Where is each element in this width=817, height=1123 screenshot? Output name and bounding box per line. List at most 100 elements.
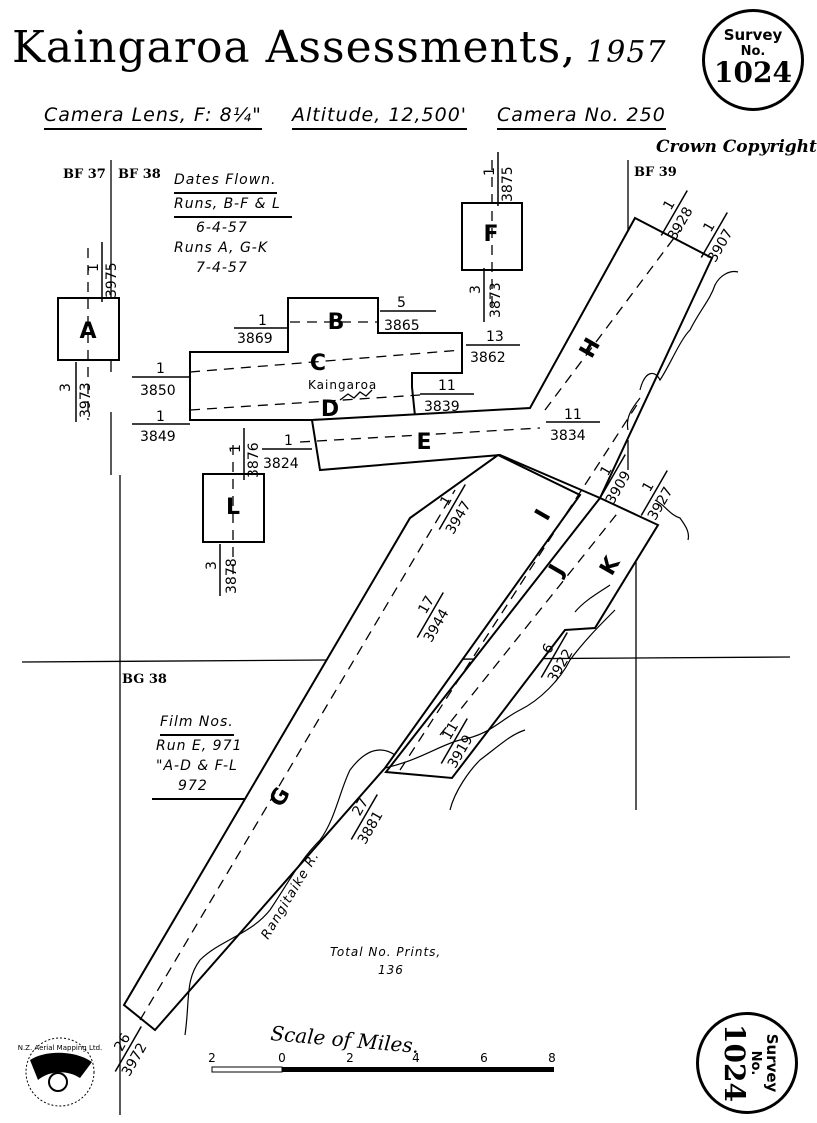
marker-l-top-photo: 3876	[246, 442, 262, 478]
river-branch-south	[449, 729, 526, 811]
marker-b-right-run: 5	[397, 295, 406, 311]
marker-e-right-run: 11	[564, 407, 582, 423]
river-lines	[184, 270, 739, 1036]
marker-g-top-rule	[438, 484, 466, 530]
film-nos-line2: "A-D & F-L	[156, 758, 238, 774]
marker-f-bottom-photo: 3873	[488, 282, 504, 318]
camera-number: Camera No. 250	[497, 104, 666, 130]
marker-f-bottom-run: 3	[468, 285, 484, 294]
sheet-bf39: BF 39	[634, 165, 677, 180]
marker-a-top-run: 1	[86, 263, 102, 272]
dates-flown-line2: 6-4-57	[196, 220, 248, 236]
marker-f-bottom: 3 3873	[468, 268, 504, 322]
kaingaroa-symbol	[339, 389, 373, 401]
survey-seal-no: No.	[740, 44, 766, 59]
marker-c-right-photo: 3862	[470, 350, 506, 366]
sheet-bf37: BF 37	[63, 167, 106, 182]
marker-c-left-run: 1	[156, 361, 165, 377]
marker-a-bottom: 3 3973	[58, 362, 94, 422]
marker-a-bottom-photo: 3973	[78, 382, 94, 418]
dates-flown-line3: Runs A, G-K	[174, 240, 269, 256]
scale-label: Scale of Miles.	[270, 1021, 420, 1058]
marker-a-top-photo: 3975	[104, 262, 120, 298]
total-prints-note: Total No. Prints, 136	[330, 943, 441, 979]
nz-aerial-mapping-logo: N.Z. Aerial Mapping Ltd.	[18, 1037, 102, 1107]
marker-b-left: 1 3869	[234, 313, 288, 347]
map-title-year: 1957	[586, 35, 667, 70]
scale-tick-1: 0	[278, 1051, 286, 1065]
scale-tick-5: 8	[548, 1051, 556, 1065]
marker-g-mid-rule	[350, 794, 378, 840]
marker-d-left-photo: 3849	[140, 429, 176, 445]
logo-ring	[25, 1037, 95, 1107]
run-label-l: L	[226, 495, 240, 520]
marker-l-bottom: 3 3878	[204, 544, 240, 596]
river-north	[639, 270, 739, 391]
flight-lines	[87, 160, 681, 1021]
dates-flown-heading: Dates Flown.	[174, 170, 277, 194]
marker-d-right-run: 11	[438, 378, 456, 394]
logo-globe	[48, 1072, 68, 1092]
flight-line-h	[544, 229, 681, 411]
scale-bar-left	[211, 1066, 283, 1073]
flight-line-j	[439, 509, 621, 736]
run-label-d: D	[321, 397, 339, 422]
flight-line-d	[189, 394, 421, 411]
marker-f-top-run: 1	[482, 167, 498, 176]
survey-seal-number: 1024	[714, 56, 792, 89]
marker-h-top-rule	[660, 190, 688, 236]
marker-f-top: 1 3875	[482, 152, 516, 206]
marker-e-left-photo: 3824	[263, 456, 299, 472]
marker-b-left-photo: 3869	[237, 331, 273, 347]
rangitaike-river	[184, 749, 396, 1036]
total-prints-label: Total No. Prints,	[330, 945, 442, 959]
marker-e-right: 11 3834	[546, 407, 600, 444]
run-label-f: F	[483, 222, 498, 247]
film-nos-line1: Run E, 971	[156, 738, 243, 754]
marker-d-left: 1 3849	[132, 409, 190, 445]
camera-lens: Camera Lens, F: 8¼"	[44, 104, 262, 130]
run-g-i-block	[122, 453, 582, 1032]
dates-flown-line1: Runs, B-F & L	[174, 194, 292, 218]
marker-i-bottom-rule	[440, 718, 468, 764]
marker-j-top-rule	[598, 454, 626, 500]
marker-e-left: 1 3824	[262, 433, 312, 472]
flight-line-i	[399, 399, 641, 771]
marker-a-top: 1 3975	[86, 242, 120, 302]
marker-c-right: 13 3862	[466, 329, 520, 366]
run-e-h-block	[310, 216, 714, 500]
total-prints-value: 136	[378, 963, 404, 977]
flight-line-e	[299, 427, 541, 443]
flight-line-g	[139, 489, 456, 1021]
flight-line-c	[189, 349, 463, 373]
scale-of-miles: Scale of Miles. 2 0 2 4 6 8	[208, 1021, 556, 1073]
sheet-bg38: BG 38	[122, 672, 167, 687]
crown-copyright: Crown Copyright	[656, 137, 817, 157]
marker-a-bottom-run: 3	[58, 383, 74, 392]
logo-wing	[30, 1052, 92, 1080]
marker-l-top-run: 1	[228, 444, 244, 453]
marker-l-bottom-run: 3	[204, 561, 220, 570]
marker-g-bottom: 26 3972	[111, 1026, 151, 1079]
dates-flown-line4: 7-4-57	[196, 260, 248, 276]
marker-c-right-run: 13	[486, 329, 504, 345]
scale-tick-0: 2	[208, 1051, 216, 1065]
film-nos-heading: Film Nos.	[160, 712, 234, 736]
map-title: Kaingaroa Assessments,1957	[12, 22, 667, 73]
scale-tick-4: 6	[480, 1051, 488, 1065]
river-north-2	[626, 397, 641, 431]
survey-seal-top: Survey No. 1024	[702, 9, 804, 111]
sheet-bf38: BF 38	[118, 167, 161, 182]
marker-l-top: 1 3876	[228, 428, 262, 480]
scale-tick-2: 2	[346, 1051, 354, 1065]
place-kaingaroa: Kaingaroa	[308, 378, 377, 392]
run-label-a: A	[79, 319, 96, 344]
marker-j-bottom-rule	[540, 632, 568, 678]
marker-b-left-run: 1	[258, 313, 267, 329]
marker-h2-rule	[700, 212, 728, 258]
camera-altitude: Altitude, 12,500'	[292, 104, 468, 130]
marker-l-bottom-photo: 3878	[224, 558, 240, 594]
scale-bar	[212, 1067, 554, 1072]
river-k-branch	[654, 499, 690, 541]
